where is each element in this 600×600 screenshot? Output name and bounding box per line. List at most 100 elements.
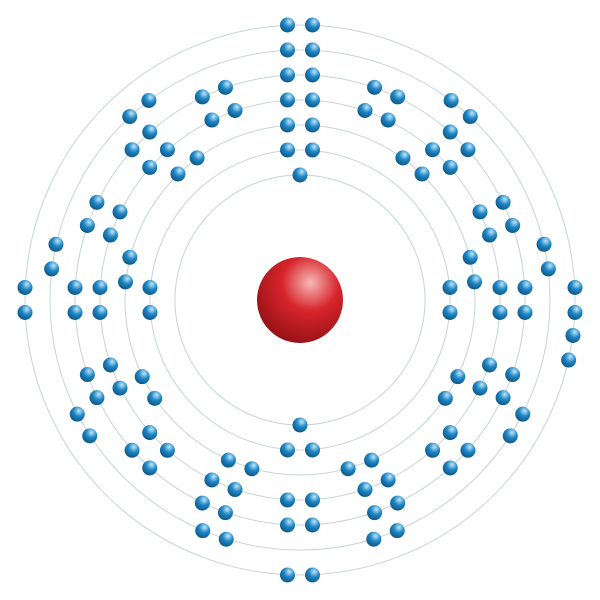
electron-shell-3 — [122, 249, 138, 265]
electron-shell-5 — [460, 142, 476, 158]
electron-shell-6 — [48, 236, 64, 252]
electron-shell-6 — [443, 92, 459, 108]
electron-shell-3 — [134, 369, 150, 385]
electron-shell-7 — [567, 305, 583, 320]
electron-shell-3 — [467, 274, 483, 290]
electron-shell-3 — [364, 452, 380, 468]
electron-shell-3 — [244, 461, 260, 477]
electron-shell-4 — [92, 305, 108, 320]
electron-shell-5 — [305, 517, 320, 533]
electron-shell-4 — [425, 142, 441, 158]
electron-shell-5 — [390, 89, 406, 105]
electron-shell-3 — [124, 124, 476, 476]
electron-shell-6 — [49, 49, 551, 551]
electron-shell-4 — [204, 112, 220, 128]
electron-shell-3 — [305, 117, 320, 133]
electron-shell-3 — [147, 390, 163, 406]
electron-shell-5 — [124, 442, 140, 458]
electron-shell-4 — [442, 159, 458, 175]
electron-shell-4 — [380, 472, 396, 488]
electron-shell-4 — [380, 112, 396, 128]
electron-shell-2 — [142, 305, 158, 320]
electron-shell-3 — [340, 461, 356, 477]
electron-shell-3 — [414, 166, 430, 182]
electron-shell-5 — [367, 505, 383, 521]
electron-shell-4 — [112, 204, 128, 220]
electron-shell-4 — [112, 380, 128, 396]
electron-shell-5 — [517, 280, 533, 295]
electron-shell-8 — [565, 327, 581, 343]
electron-shell-5 — [217, 79, 233, 95]
electron-shell-4 — [280, 492, 295, 508]
electron-shell-6 — [305, 42, 320, 58]
electron-shell-2 — [142, 280, 158, 295]
electron-shell-5 — [390, 495, 406, 511]
electron-shell-4 — [492, 305, 508, 320]
nucleus — [257, 257, 343, 343]
electron-shell-2 — [149, 149, 451, 451]
electron-shell-6 — [69, 406, 85, 422]
electron-shell-5 — [89, 194, 105, 210]
electron-shell-6 — [536, 236, 552, 252]
electron-shell-1 — [292, 417, 308, 433]
electron-shell-5 — [217, 505, 233, 521]
electron-shell-4 — [280, 92, 295, 108]
electron-shell-5 — [142, 124, 158, 140]
electrons-layer — [17, 17, 583, 583]
electron-shell-7 — [17, 305, 33, 320]
electron-shell-7 — [24, 24, 576, 576]
electron-shell-5 — [124, 142, 140, 158]
electron-shell-5 — [194, 495, 210, 511]
electron-shell-4 — [472, 380, 488, 396]
electron-shell-3 — [437, 390, 453, 406]
electron-shell-4 — [357, 102, 373, 118]
electron-shell-6 — [195, 523, 211, 539]
electron-shell-4 — [482, 227, 498, 243]
electron-shell-5 — [442, 124, 458, 140]
electron-shell-3 — [117, 274, 133, 290]
electron-shell-4 — [442, 425, 458, 441]
electron-shell-3 — [220, 452, 236, 468]
electron-shell-8 — [561, 352, 577, 368]
electron-shell-4 — [227, 102, 243, 118]
electron-shell-4 — [472, 204, 488, 220]
electron-shell-4 — [142, 159, 158, 175]
electron-shell-4 — [357, 482, 373, 498]
electron-shell-5 — [495, 194, 511, 210]
electron-shell-7 — [280, 17, 295, 33]
electron-shell-6 — [122, 109, 138, 125]
electron-shell-2 — [442, 280, 458, 295]
electron-shell-1 — [292, 167, 308, 183]
electron-shell-4 — [142, 425, 158, 441]
electron-shell-2 — [305, 142, 320, 158]
electron-shell-3 — [450, 369, 466, 385]
electron-shell-7 — [305, 567, 320, 583]
electron-shell-5 — [460, 442, 476, 458]
electron-shell-5 — [442, 460, 458, 476]
electron-shell-2 — [280, 142, 295, 158]
electron-shell-3 — [280, 117, 295, 133]
electron-shell-6 — [540, 261, 556, 277]
electron-shell-4 — [102, 227, 118, 243]
electron-shell-5 — [305, 67, 320, 83]
electron-shell-4 — [425, 442, 441, 458]
electron-shell-3 — [170, 166, 186, 182]
electron-shell-5 — [89, 390, 105, 406]
electron-shell-7 — [305, 17, 320, 33]
electron-shell-4 — [227, 482, 243, 498]
electron-shell-2 — [442, 305, 458, 320]
electron-shell-4 — [492, 280, 508, 295]
electron-shell-2 — [280, 442, 295, 458]
electron-shell-5 — [280, 67, 295, 83]
electron-shell-4 — [99, 99, 501, 501]
electron-shell-5 — [280, 517, 295, 533]
electron-shell-4 — [204, 472, 220, 488]
electron-shell-6 — [515, 406, 531, 422]
electron-shell-6 — [462, 109, 478, 125]
electron-shell-3 — [462, 249, 478, 265]
nucleus-layer — [257, 257, 343, 343]
electron-shell-5 — [505, 217, 521, 233]
electron-shell-4 — [159, 442, 175, 458]
